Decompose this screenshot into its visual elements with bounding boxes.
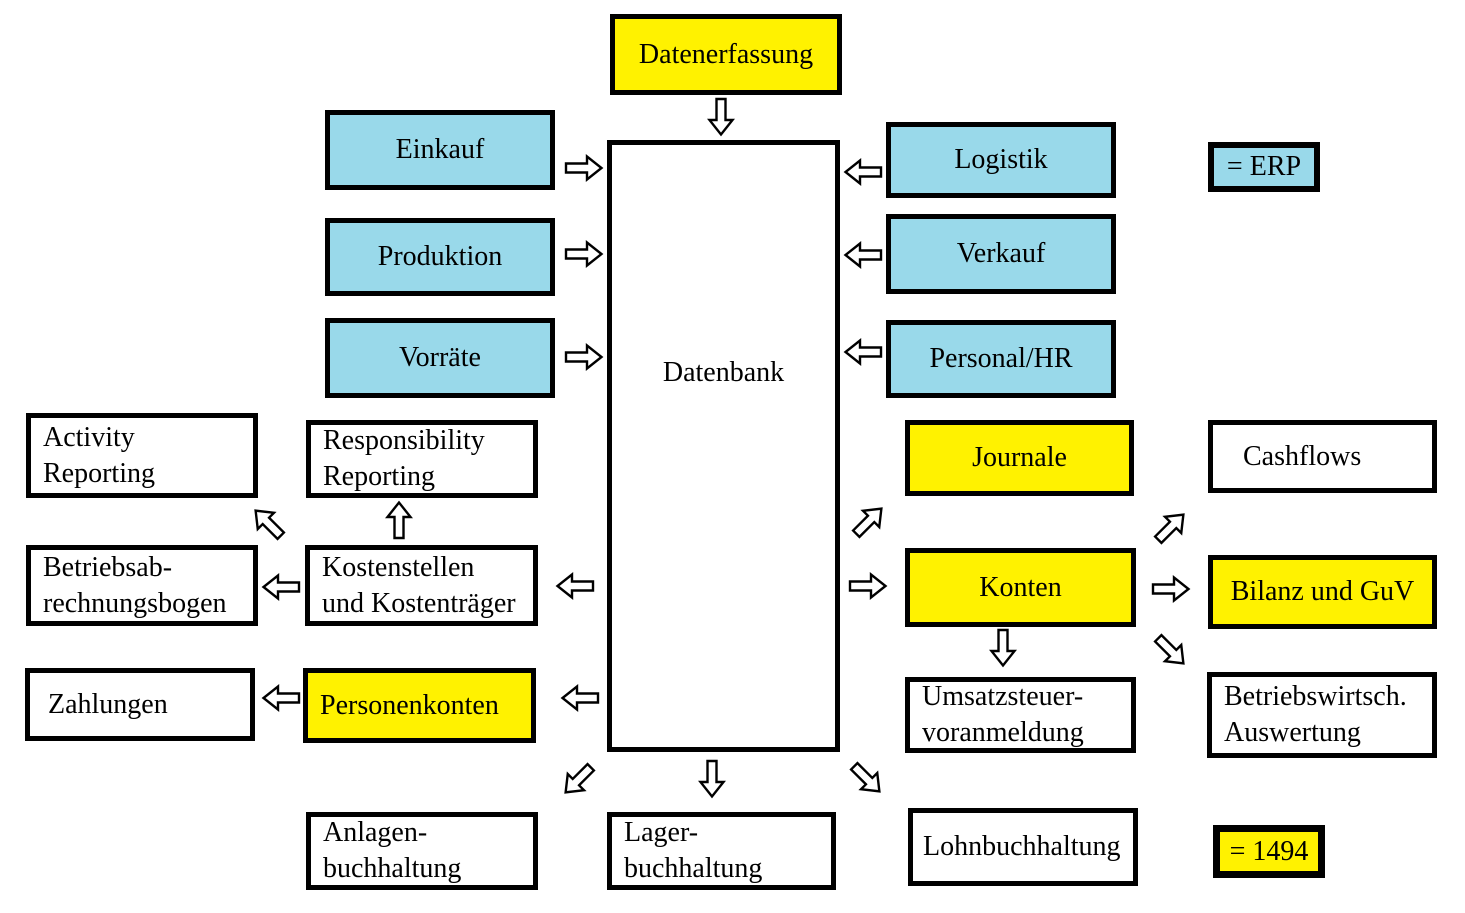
node-konten-label: Konten bbox=[979, 571, 1062, 603]
arrow-vorraete-to-datenbank-icon bbox=[564, 342, 604, 372]
node-datenbank-label: Datenbank bbox=[662, 357, 785, 388]
node-kostenstellen-line1: Kostenstellen bbox=[322, 551, 475, 583]
arrow-kostenstellen-to-responsibility-icon bbox=[384, 500, 414, 540]
node-datenerfassung-label: Datenerfassung bbox=[638, 38, 814, 70]
node-betriebswirtsch-auswertung-line1: Betriebswirtsch. bbox=[1224, 681, 1407, 713]
arrow-betriebsab-to-activity-icon bbox=[243, 498, 292, 547]
node-einkauf: Einkauf bbox=[325, 110, 555, 190]
node-personal-hr: Personal/HR bbox=[886, 320, 1116, 398]
node-anlagenbuchhaltung-line1: Anlagen- bbox=[323, 817, 428, 849]
arrow-konten-to-betriebswirtsch-icon bbox=[1146, 626, 1195, 675]
node-cashflows: Cashflows bbox=[1208, 420, 1437, 493]
node-verkauf: Verkauf bbox=[886, 214, 1116, 294]
node-zahlungen-label: Zahlungen bbox=[48, 688, 168, 720]
node-activity-reporting-line1: Activity bbox=[43, 421, 135, 453]
arrow-konten-to-cashflows-icon bbox=[1146, 502, 1195, 551]
node-personal-hr-label: Personal/HR bbox=[929, 343, 1073, 375]
node-kostenstellen-line2: und Kostenträger bbox=[322, 587, 516, 619]
arrow-logistik-to-datenbank-icon bbox=[843, 157, 883, 187]
arrow-produktion-to-datenbank-icon bbox=[564, 239, 604, 269]
arrow-datenerfassung-to-datenbank-icon bbox=[706, 97, 736, 137]
node-anlagenbuchhaltung-line2: buchhaltung bbox=[323, 853, 462, 884]
arrow-verkauf-to-datenbank-icon bbox=[843, 240, 883, 270]
node-bilanz-guv: Bilanz und GuV bbox=[1208, 555, 1437, 629]
arrow-datenbank-to-konten-icon bbox=[848, 571, 888, 601]
node-zahlungen: Zahlungen bbox=[25, 668, 255, 741]
node-responsibility-reporting: Responsibility Reporting bbox=[306, 420, 538, 498]
node-betriebswirtsch-auswertung: Betriebswirtsch. Auswertung bbox=[1207, 672, 1437, 758]
legend-1494-label: = 1494 bbox=[1229, 835, 1309, 867]
arrow-datenbank-to-journale-icon bbox=[844, 496, 893, 545]
node-produktion: Produktion bbox=[325, 218, 555, 296]
node-lagerbuchhaltung-line2: buchhaltung bbox=[624, 853, 763, 884]
legend-1494: = 1494 bbox=[1213, 825, 1325, 878]
arrow-einkauf-to-datenbank-icon bbox=[564, 153, 604, 183]
node-produktion-label: Produktion bbox=[377, 241, 503, 273]
node-betriebswirtsch-auswertung-line2: Auswertung bbox=[1224, 717, 1361, 748]
node-cashflows-label: Cashflows bbox=[1243, 440, 1362, 472]
arrow-personalhr-to-datenbank-icon bbox=[843, 337, 883, 367]
legend-erp: = ERP bbox=[1208, 142, 1320, 192]
node-logistik-label: Logistik bbox=[954, 144, 1048, 176]
legend-erp-label: = ERP bbox=[1226, 151, 1302, 183]
arrow-datenbank-to-anlagen-icon bbox=[553, 755, 602, 804]
node-vorraete: Vorräte bbox=[325, 318, 555, 398]
arrow-datenbank-to-lager-icon bbox=[697, 759, 727, 799]
arrow-personenkonten-to-zahlungen-icon bbox=[261, 683, 301, 713]
node-umsatzsteuervoranmeldung-line1: Umsatzsteuer- bbox=[922, 681, 1084, 713]
node-bilanz-guv-label: Bilanz und GuV bbox=[1230, 576, 1415, 608]
node-betriebsabrechnungsbogen-line2: rechnungsbogen bbox=[43, 587, 227, 619]
node-kostenstellen: Kostenstellen und Kostenträger bbox=[305, 545, 538, 626]
node-activity-reporting-line2: Reporting bbox=[43, 457, 155, 489]
node-verkauf-label: Verkauf bbox=[956, 238, 1046, 270]
node-umsatzsteuervoranmeldung: Umsatzsteuer- voranmeldung bbox=[905, 677, 1136, 753]
arrow-datenbank-to-kostenstellen-icon bbox=[555, 571, 595, 601]
node-logistik: Logistik bbox=[886, 122, 1116, 198]
node-lagerbuchhaltung-line1: Lager- bbox=[624, 817, 699, 849]
node-betriebsabrechnungsbogen: Betriebsab- rechnungsbogen bbox=[26, 545, 258, 626]
node-umsatzsteuervoranmeldung-line2: voranmeldung bbox=[922, 717, 1084, 748]
node-betriebsabrechnungsbogen-line1: Betriebsab- bbox=[43, 551, 173, 583]
node-anlagenbuchhaltung: Anlagen- buchhaltung bbox=[306, 812, 538, 890]
node-personenkonten: Personenkonten bbox=[303, 668, 536, 743]
arrow-datenbank-to-personenkonten-icon bbox=[560, 683, 600, 713]
node-journale: Journale bbox=[905, 420, 1134, 496]
node-datenerfassung: Datenerfassung bbox=[610, 14, 842, 95]
arrow-kostenstellen-to-betriebsab-icon bbox=[261, 572, 301, 602]
arrow-konten-to-bilanz-icon bbox=[1151, 574, 1191, 604]
node-personenkonten-label: Personenkonten bbox=[320, 689, 499, 721]
arrow-konten-to-umsatzsteuer-icon bbox=[988, 628, 1018, 668]
node-responsibility-reporting-line1: Responsibility bbox=[323, 425, 485, 457]
node-responsibility-reporting-line2: Reporting bbox=[323, 461, 435, 492]
arrow-datenbank-to-lohnbuchhaltung-icon bbox=[842, 754, 891, 803]
node-lagerbuchhaltung: Lager- buchhaltung bbox=[607, 812, 836, 890]
node-activity-reporting: Activity Reporting bbox=[26, 413, 258, 498]
node-journale-label: Journale bbox=[972, 442, 1067, 474]
node-datenbank: Datenbank bbox=[607, 140, 840, 752]
node-einkauf-label: Einkauf bbox=[395, 134, 485, 166]
node-lohnbuchhaltung: Lohnbuchhaltung bbox=[908, 808, 1138, 886]
node-vorraete-label: Vorräte bbox=[399, 342, 481, 374]
node-konten: Konten bbox=[905, 548, 1136, 627]
node-lohnbuchhaltung-label: Lohnbuchhaltung bbox=[923, 831, 1121, 863]
